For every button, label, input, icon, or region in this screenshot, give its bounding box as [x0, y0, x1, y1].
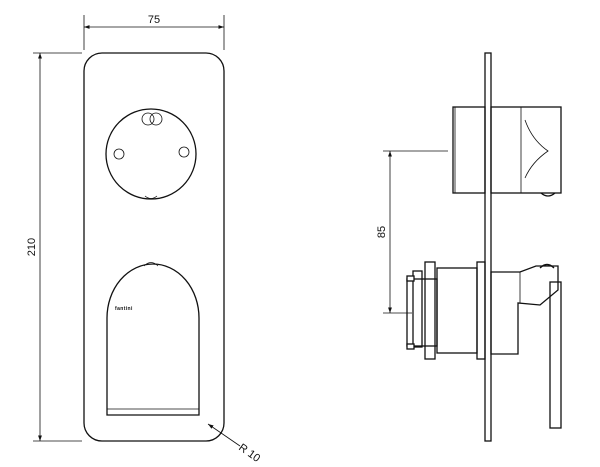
width-dimension: 75 [83, 14, 225, 50]
brand-label: fantini [115, 306, 133, 312]
spacing-label: 85 [376, 226, 388, 238]
height-label: 210 [26, 238, 38, 256]
cover-plate-outline [83, 52, 225, 442]
mixer-lever: fantini [106, 262, 200, 416]
width-label: 75 [148, 14, 160, 26]
height-dimension: 210 [26, 52, 82, 442]
radius-label: R 10 [236, 442, 262, 465]
spacing-dimension: 85 [376, 150, 448, 314]
knob-side [452, 106, 562, 197]
wall-plate [484, 52, 492, 442]
diverter-knob [105, 108, 197, 200]
side-view [406, 52, 562, 442]
radius-callout: R 10 [207, 423, 262, 465]
front-view: fantini [83, 52, 225, 442]
mixer-side [406, 261, 562, 429]
